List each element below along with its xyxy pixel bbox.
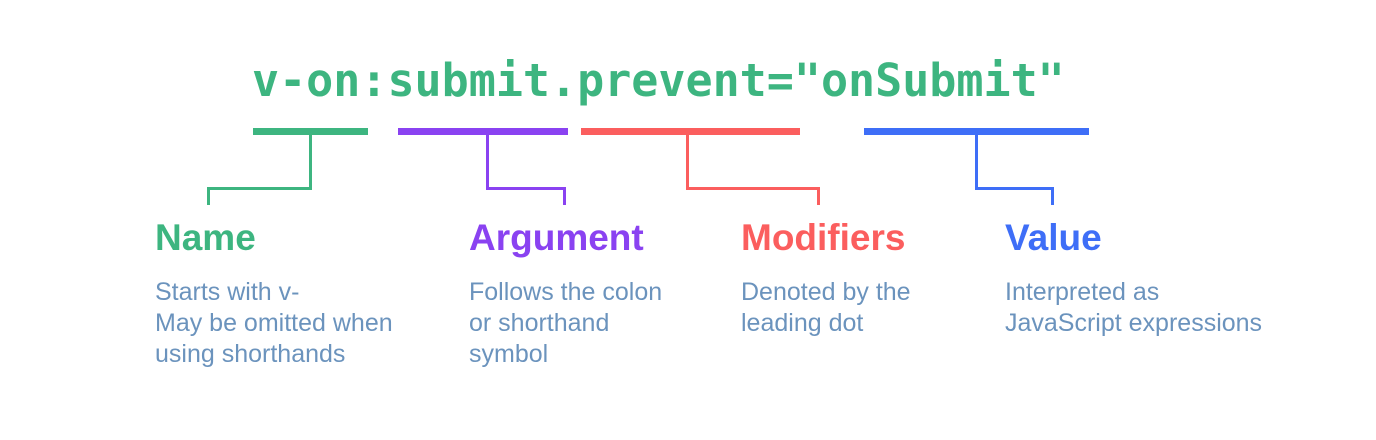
label-value: Value [1005,217,1102,258]
description-argument: Follows the colon or shorthand symbol [469,277,662,370]
connector-pointer-tick [563,187,566,205]
underline-value [864,128,1089,135]
description-modifiers: Denoted by the leading dot [741,277,911,339]
label-name: Name [155,217,256,258]
connector-horizontal-line [686,187,820,190]
description-line: symbol [469,340,549,368]
description-name: Starts with v- May be omitted when using… [155,277,393,370]
description-line: leading dot [741,309,864,337]
connector-drop-line [486,133,489,190]
connector-drop-line [309,133,312,190]
underline-modifiers [581,128,800,135]
underline-name [253,128,368,135]
description-line: Starts with v- [155,278,300,306]
description-value: Interpreted as JavaScript expressions [1005,277,1262,339]
code-snippet: v-on:submit.prevent="onSubmit" [252,54,1065,107]
description-line: Interpreted as [1005,278,1160,306]
description-line: JavaScript expressions [1005,309,1263,337]
description-line: Follows the colon [469,278,663,306]
underline-argument [398,128,568,135]
description-line: May be omitted when [155,309,393,337]
connector-pointer-tick [1051,187,1054,205]
connector-horizontal-line [975,187,1054,190]
description-line: or shorthand [469,309,610,337]
label-argument: Argument [469,217,644,258]
connector-pointer-tick [207,187,210,205]
label-modifiers: Modifiers [741,217,906,258]
connector-pointer-tick [817,187,820,205]
connector-drop-line [686,133,689,190]
description-line: Denoted by the [741,278,911,306]
connector-drop-line [975,133,978,190]
connector-horizontal-line [207,187,312,190]
connector-horizontal-line [486,187,566,190]
description-line: using shorthands [155,340,346,368]
